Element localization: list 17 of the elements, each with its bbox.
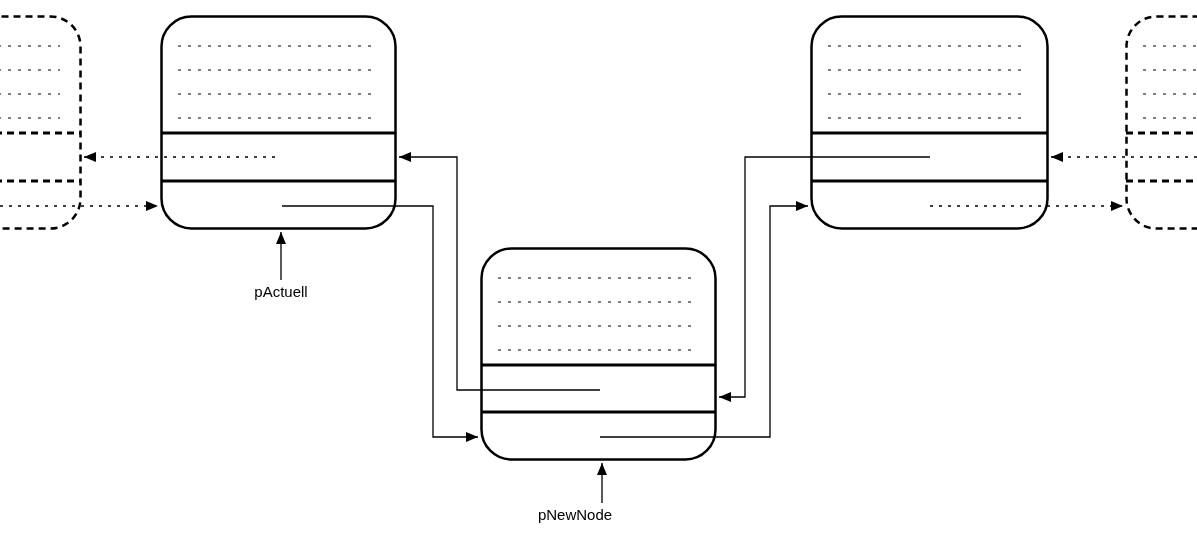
pointer-arrow <box>281 205 479 442</box>
list-node-box <box>160 15 397 230</box>
pointer-arrow <box>83 152 276 162</box>
pointer-arrow <box>1050 152 1197 162</box>
pointer-label: pNewNode <box>533 506 617 524</box>
pointer-arrow <box>597 462 607 504</box>
pointer-label: pActuell <box>241 283 321 301</box>
pointer-arrow <box>929 201 1124 211</box>
partial-list-node <box>0 15 82 230</box>
pointer-arrow <box>276 231 286 281</box>
list-node-box <box>480 247 717 461</box>
partial-list-node <box>1125 15 1197 230</box>
pointer-arrow <box>398 152 601 391</box>
list-node-box <box>810 15 1049 230</box>
pointer-arrow <box>599 201 809 438</box>
pointer-arrow <box>718 156 931 402</box>
pointer-arrow <box>0 201 159 211</box>
